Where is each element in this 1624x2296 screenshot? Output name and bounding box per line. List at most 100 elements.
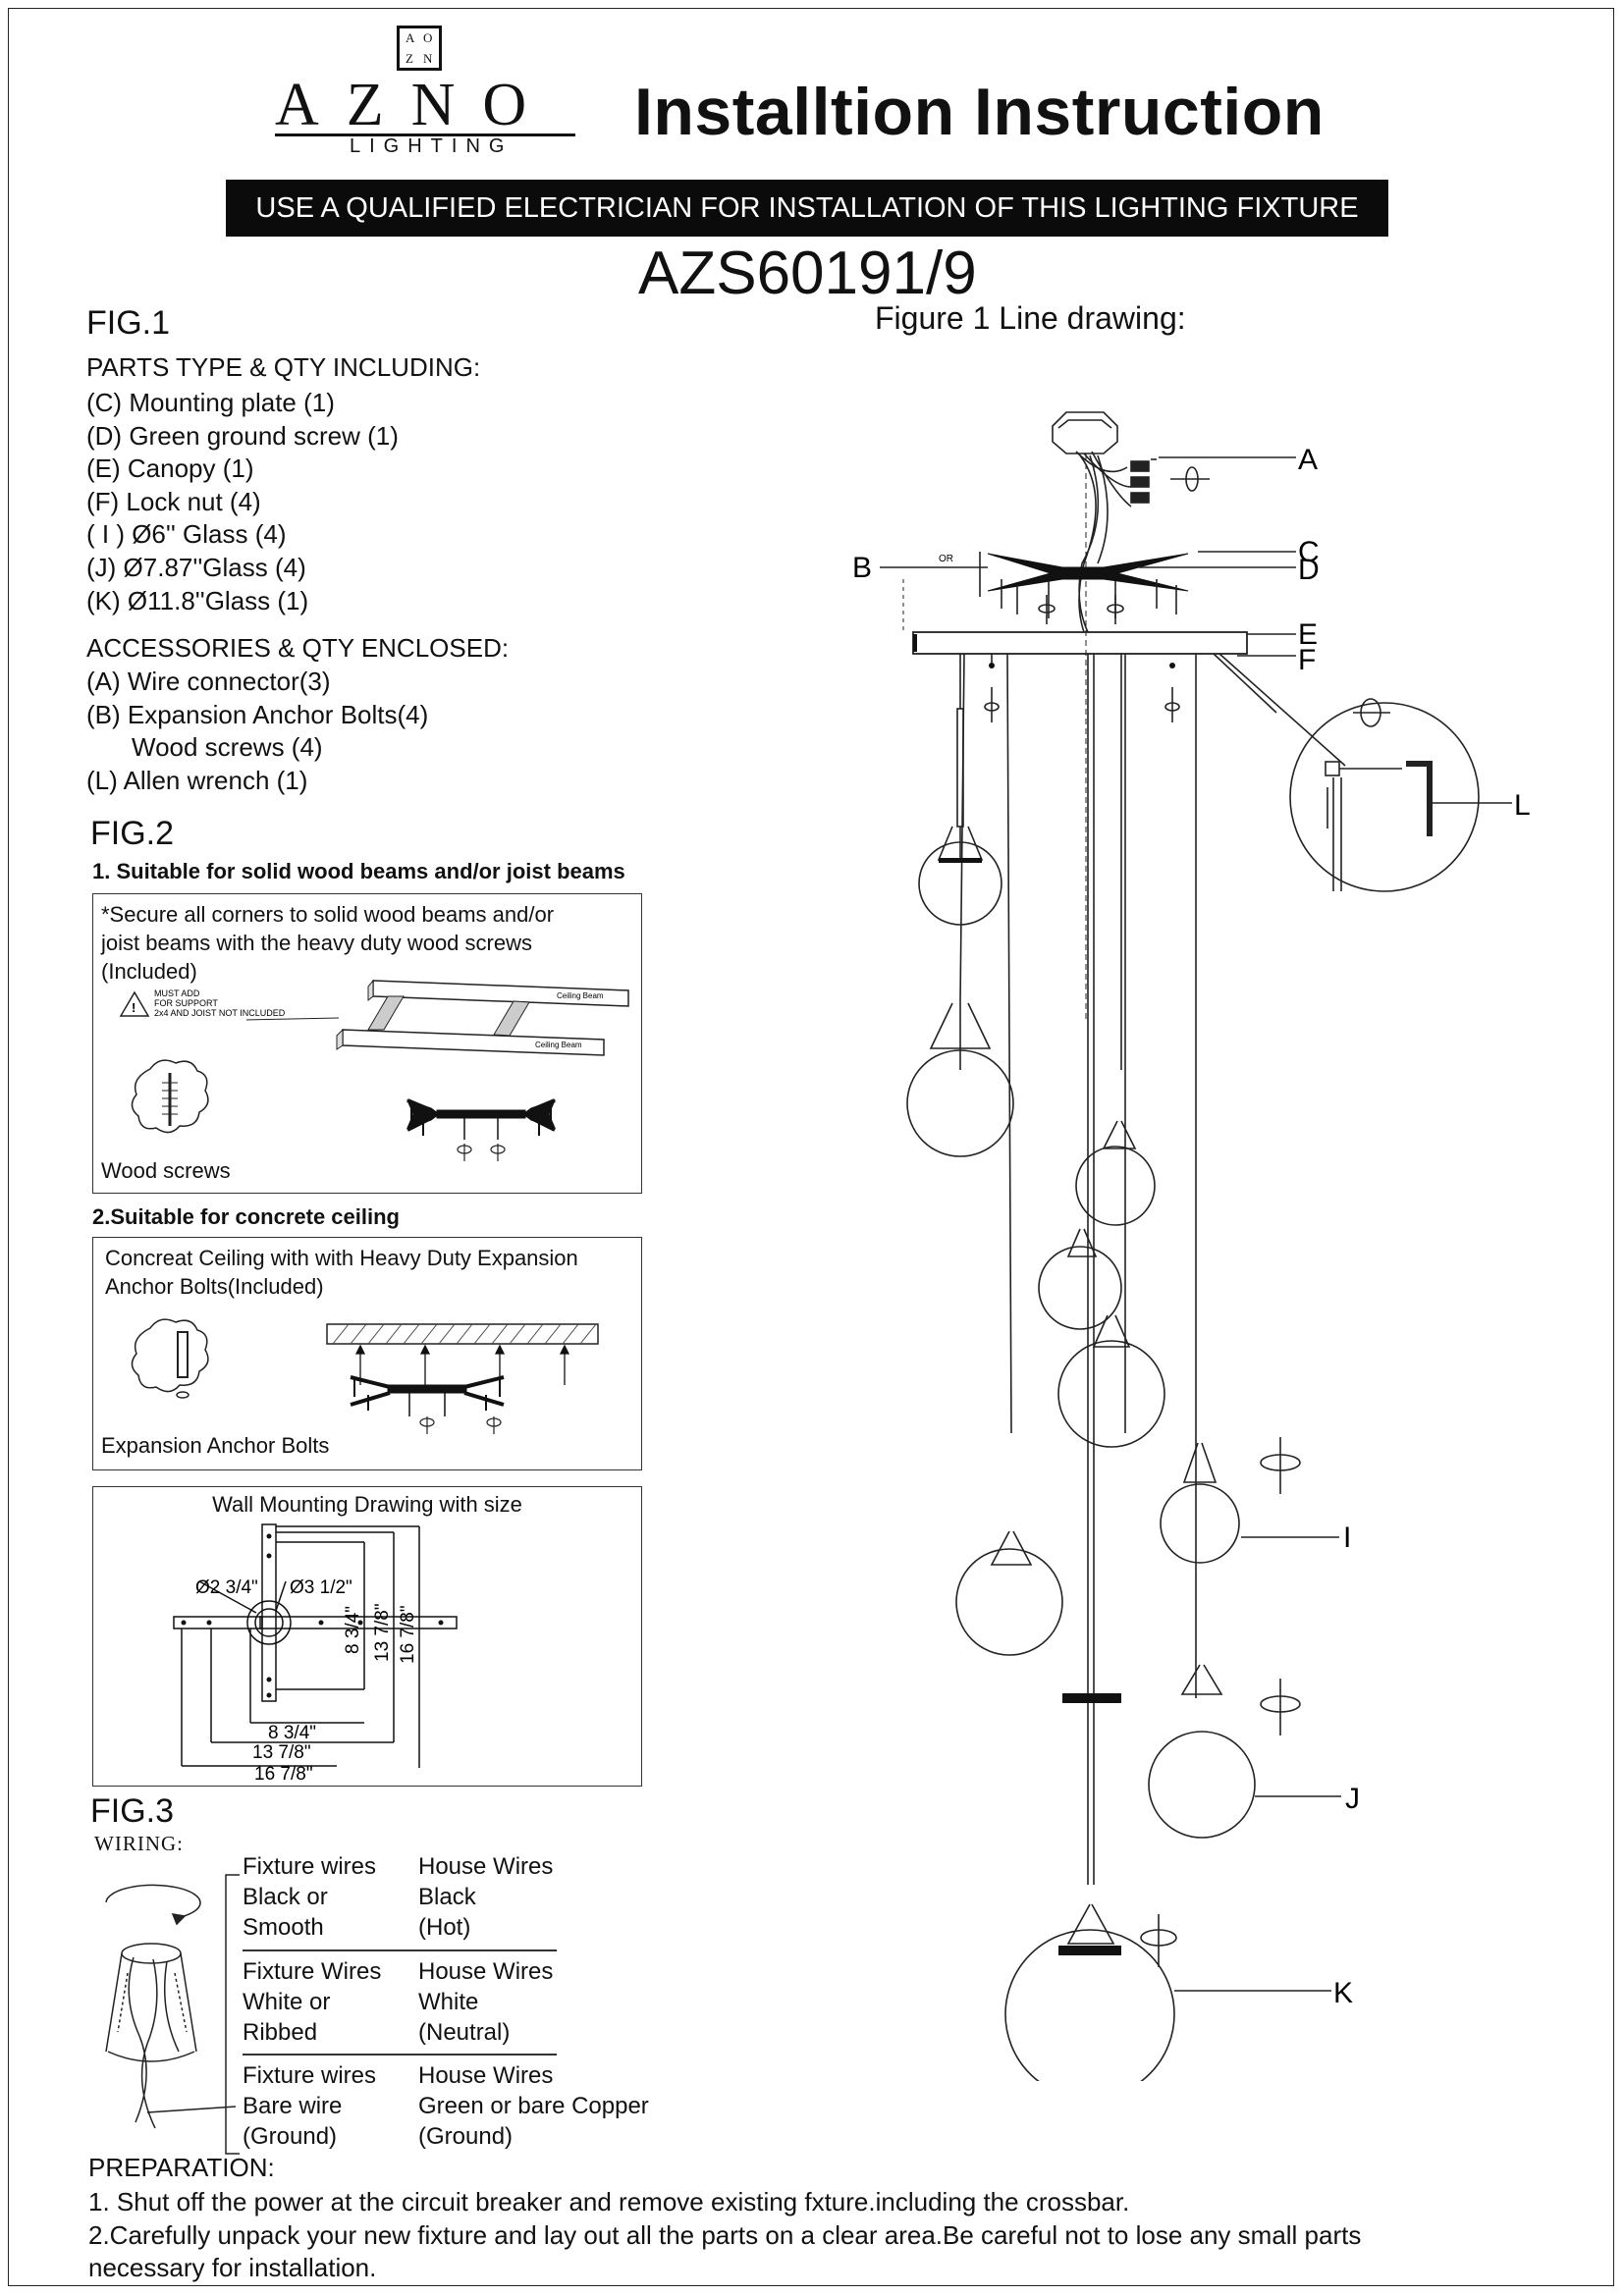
- wiring-divider: [243, 2054, 557, 2056]
- vertical-bar: [261, 1523, 277, 1702]
- pendant-line-drawing: OR A B C D E F L I J K: [852, 411, 1531, 2081]
- warning-exclamation: !: [132, 1000, 135, 1015]
- anchor-bolt-callout: [131, 1318, 209, 1393]
- horizontal-bar: [259, 1616, 458, 1629]
- list-item: (A) Wire connector(3): [86, 667, 331, 696]
- dim-horizontal-1: 8 3/4": [268, 1723, 316, 1743]
- anchor-bolt-icon: [177, 1331, 189, 1378]
- mounting-plate-drawing: [350, 1375, 505, 1416]
- concrete-instructions: Concreat Ceiling with with Heavy Duty Ex…: [105, 1246, 578, 1299]
- concrete-illustration: [131, 1318, 599, 1434]
- concrete-panel: Concreat Ceiling with with Heavy Duty Ex…: [92, 1237, 642, 1470]
- dim-horizontal-3: 16 7/8": [254, 1764, 313, 1785]
- warning-icon: [119, 990, 150, 1017]
- fig1-title: FIG.1: [86, 304, 171, 342]
- label-K: K: [1333, 1977, 1353, 2009]
- list-item: (F) Lock nut (4): [86, 486, 261, 516]
- preparation-heading: PREPARATION:: [88, 2153, 275, 2182]
- wiring-row-neutral-fixture: Fixture Wires White or Ribbed: [243, 1958, 382, 2046]
- mounting-plate-C: [987, 553, 1189, 592]
- warning-line-1: MUST ADD: [154, 988, 200, 998]
- rotate-screw-icon: [419, 1416, 502, 1434]
- safety-banner: USE A QUALIFIED ELECTRICIAN FOR INSTALLA…: [226, 180, 1388, 237]
- center-hub: [254, 1608, 284, 1637]
- list-item: (L) Allen wrench (1): [86, 765, 308, 795]
- label-E: E: [1298, 618, 1318, 651]
- page-title: Installtion Instruction: [634, 75, 1325, 149]
- fig3-title: FIG.3: [90, 1792, 175, 1830]
- junction-box: [1052, 411, 1118, 454]
- list-item: necessary for installation.: [88, 2253, 377, 2283]
- rotate-screw-icon: [457, 1144, 506, 1161]
- wiring-row-hot-house: House Wires Black (Hot): [418, 1853, 554, 1941]
- wood-beam-panel: *Secure all corners to solid wood beams …: [92, 893, 642, 1194]
- wall-mounting-dimension-drawing: Ø2 3/4" Ø3 1/2" 8 3/4" 13 7/8" 16 7/8" 8…: [173, 1523, 458, 1785]
- wire-bundle-illustration: [105, 1884, 237, 2129]
- list-item: (K) Ø11.8''Glass (1): [86, 585, 309, 615]
- wood-beam-illustration: ! MUST ADD FOR SUPPORT 2x4 AND JOIST NOT…: [119, 979, 629, 1161]
- wood-screws-label: Wood screws: [101, 1158, 231, 1183]
- label-L: L: [1514, 789, 1531, 822]
- wood-beam-instructions: *Secure all corners to solid wood beams …: [101, 902, 555, 984]
- ceiling-beam-label: Ceiling Beam: [557, 991, 604, 1000]
- fig2-section2-heading: 2.Suitable for concrete ceiling: [92, 1204, 400, 1229]
- parts-heading: PARTS TYPE & QTY INCLUDING:: [86, 352, 481, 382]
- list-item: (C) Mounting plate (1): [86, 388, 335, 417]
- wiring-row-ground-fixture: Fixture wires Bare wire (Ground): [243, 2062, 377, 2150]
- lock-nut: [1058, 1946, 1121, 1955]
- warning-line-2: FOR SUPPORT: [154, 998, 218, 1008]
- list-item: Wood screws (4): [132, 732, 323, 763]
- list-item: 1. Shut off the power at the circuit bre…: [88, 2187, 1130, 2216]
- glass-globe-K: [1004, 1929, 1175, 2081]
- preparation-steps: 1. Shut off the power at the circuit bre…: [88, 2186, 1361, 2285]
- label-D: D: [1298, 554, 1320, 586]
- dim-diameter-large: Ø3 1/2": [290, 1577, 352, 1598]
- anchor-bolts-label: Expansion Anchor Bolts: [101, 1433, 330, 1458]
- wiring-divider: [243, 1949, 557, 1951]
- mounting-plate-drawing: [406, 1098, 556, 1140]
- glass-globe-J: [1148, 1731, 1256, 1839]
- logo-subtitle: LIGHTING: [350, 135, 514, 157]
- logo-word: AZNO: [275, 72, 555, 138]
- dim-diameter-small: Ø2 3/4": [195, 1577, 258, 1598]
- logo-underline: [275, 133, 575, 136]
- up-arrow-icon: [354, 1344, 570, 1385]
- horizontal-bar: [173, 1616, 263, 1629]
- list-item: (D) Green ground screw (1): [86, 420, 399, 451]
- ceiling-beam-label: Ceiling Beam: [535, 1041, 582, 1049]
- glass-globe: [955, 1548, 1063, 1656]
- dim-vertical-1: 8 3/4": [343, 1606, 363, 1654]
- glass-globe-I: [1160, 1483, 1240, 1564]
- dim-vertical-2: 13 7/8": [372, 1603, 393, 1662]
- page-frame: [8, 8, 1614, 2286]
- wiring-row-hot-fixture: Fixture wires Black or Smooth: [243, 1853, 377, 1941]
- canopy-E: [912, 631, 1248, 655]
- fig2-title: FIG.2: [90, 815, 175, 852]
- glass-globe: [1075, 1146, 1156, 1226]
- list-item: (J) Ø7.87''Glass (4): [86, 552, 306, 582]
- lock-nut: [1062, 1693, 1121, 1703]
- wiring-bracket: [225, 1874, 240, 2155]
- figure1-title: Figure 1 Line drawing:: [875, 300, 1186, 336]
- fig2-section1-heading: 1. Suitable for solid wood beams and/or …: [92, 859, 625, 883]
- label-I: I: [1343, 1522, 1351, 1554]
- label-J: J: [1345, 1783, 1360, 1815]
- list-item: (E) Canopy (1): [86, 454, 254, 484]
- list-item: ( I ) Ø6'' Glass (4): [86, 519, 287, 550]
- joist-2x4: [367, 995, 405, 1031]
- wiring-label: WIRING:: [94, 1832, 184, 1855]
- label-F: F: [1298, 644, 1316, 676]
- glass-globe: [906, 1049, 1014, 1157]
- warning-line-3: 2x4 AND JOIST NOT INCLUDED: [154, 1008, 286, 1018]
- wiring-row-neutral-house: House Wires White (Neutral): [418, 1958, 554, 2046]
- label-A: A: [1298, 444, 1318, 476]
- rotate-arrow-icon: [105, 1884, 201, 1919]
- accessories-list: (A) Wire connector(3) (B) Expansion Anch…: [86, 666, 428, 797]
- joist-2x4: [493, 1000, 530, 1037]
- dim-horizontal-2: 13 7/8": [252, 1742, 311, 1763]
- wall-mounting-title: Wall Mounting Drawing with size: [212, 1492, 522, 1517]
- wall-mounting-panel: Wall Mounting Drawing with size Ø2 3/4": [92, 1486, 642, 1787]
- list-item: (B) Expansion Anchor Bolts(4): [86, 699, 429, 729]
- concrete-ceiling-slab: [326, 1323, 599, 1345]
- label-C: C: [1298, 536, 1320, 568]
